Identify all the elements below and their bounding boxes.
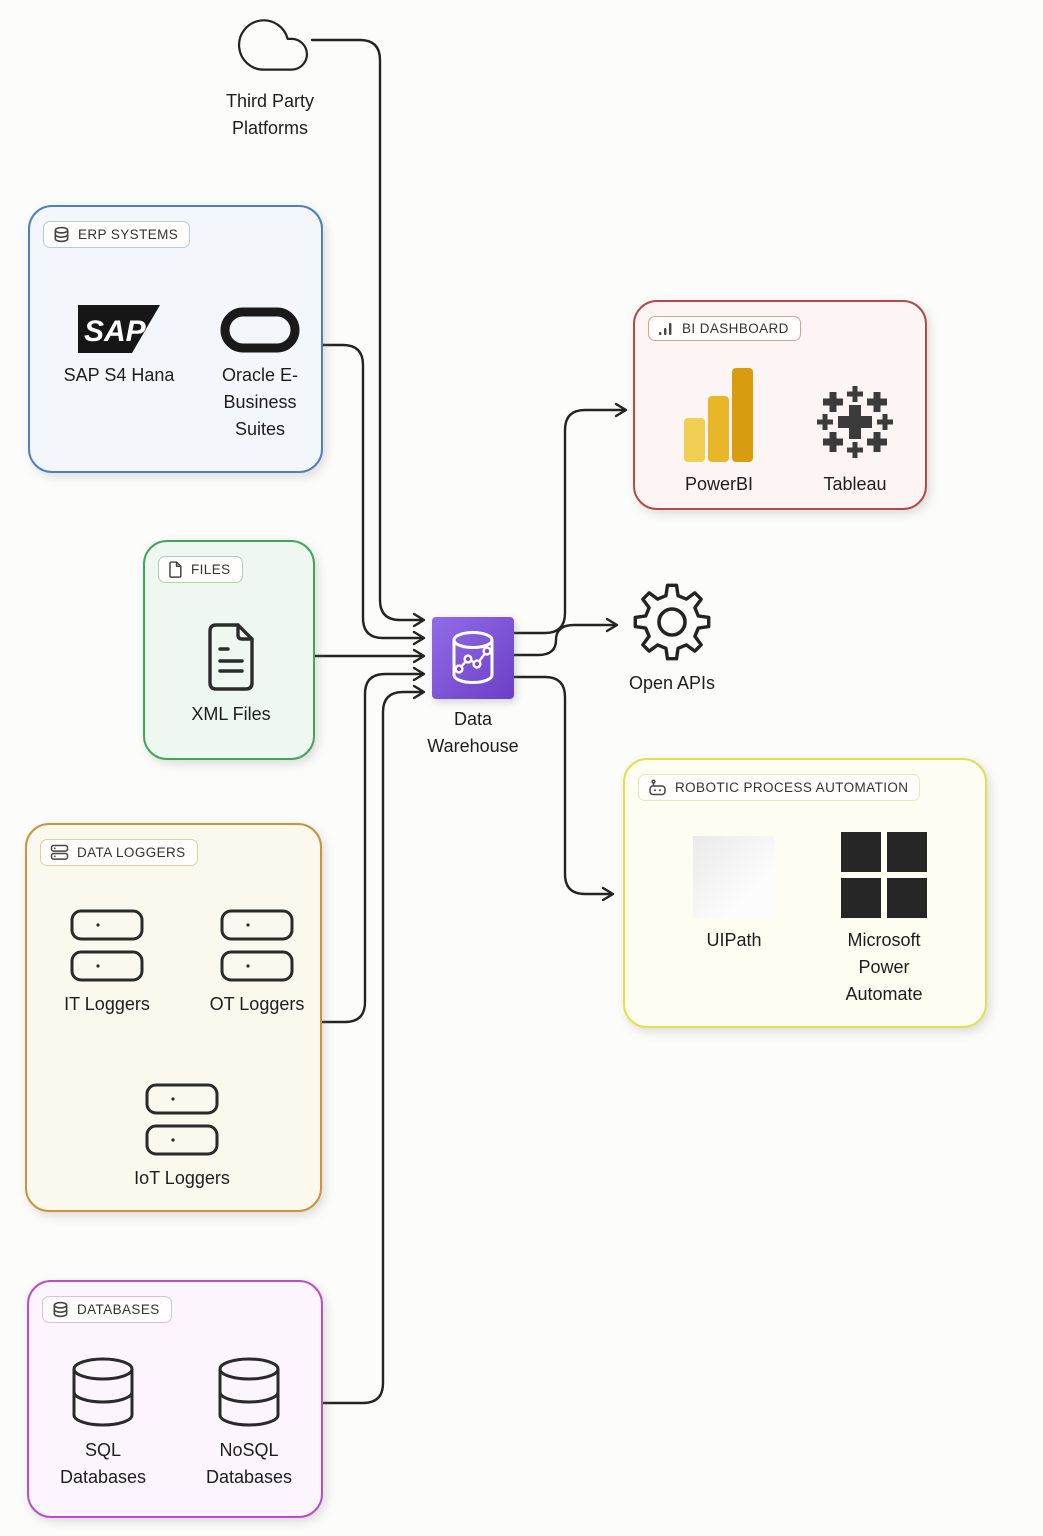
logger-icon bbox=[145, 1083, 219, 1115]
sap-logo-text: SAP bbox=[84, 315, 147, 348]
database-icon bbox=[54, 226, 69, 243]
item-sql-databases: SQL Databases bbox=[49, 1352, 157, 1491]
iot-loggers-label: IoT Loggers bbox=[134, 1168, 230, 1188]
powerbi-icon bbox=[684, 368, 753, 462]
edge-warehouse-to-rpa bbox=[511, 675, 615, 902]
open-apis-node bbox=[630, 580, 714, 664]
edge-warehouse-to-bi bbox=[511, 402, 628, 635]
sql-databases-label: SQL Databases bbox=[59, 1440, 147, 1487]
bi-dashboard-box: BI DASHBOARD PowerBI bbox=[633, 300, 927, 510]
tableau-icon bbox=[817, 386, 893, 458]
databases-badge: DATABASES bbox=[42, 1296, 172, 1323]
it-logger-icons bbox=[70, 909, 144, 982]
erp-systems-badge: ERP SYSTEMS bbox=[43, 221, 191, 248]
rpa-badge: ROBOTIC PROCESS AUTOMATION bbox=[638, 774, 921, 801]
third-party-platforms-label: Third Party Platforms bbox=[225, 91, 315, 138]
item-ms-power-automate: Microsoft Power Automate bbox=[821, 830, 947, 1008]
erp-systems-box: ERP SYSTEMS SAP SAP S4 Hana Oracle E-Bus… bbox=[28, 205, 323, 473]
document-icon bbox=[208, 623, 254, 691]
ms-power-automate-label: Microsoft Power Automate bbox=[845, 930, 923, 1004]
files-box: FILES XML Files bbox=[143, 540, 315, 760]
data-loggers-badge-label: DATA LOGGERS bbox=[77, 845, 186, 860]
ot-logger-icons bbox=[220, 909, 294, 982]
rpa-badge-label: ROBOTIC PROCESS AUTOMATION bbox=[675, 780, 909, 795]
database-cylinder-icon bbox=[218, 1357, 280, 1427]
item-nosql-databases: NoSQL Databases bbox=[195, 1352, 303, 1491]
xml-files-label: XML Files bbox=[191, 704, 271, 724]
microsoft-logo bbox=[841, 832, 927, 918]
logger-icon bbox=[145, 1124, 219, 1156]
rpa-box: ROBOTIC PROCESS AUTOMATION UIPath Micros… bbox=[623, 758, 987, 1028]
item-ot-loggers: OT Loggers bbox=[191, 909, 323, 1018]
item-powerbi: PowerBI bbox=[659, 360, 779, 498]
data-warehouse-icon bbox=[452, 631, 494, 684]
cloud-icon bbox=[238, 19, 308, 71]
ot-loggers-label: OT Loggers bbox=[209, 994, 305, 1014]
sap-logo: SAP bbox=[78, 305, 160, 353]
oracle-label: Oracle E-Business Suites bbox=[221, 365, 299, 439]
edge-cloud-to-warehouse bbox=[310, 38, 426, 628]
file-icon bbox=[169, 561, 182, 578]
data-warehouse-node bbox=[432, 617, 514, 699]
edge-loggers-to-warehouse bbox=[320, 666, 426, 1024]
logger-icon bbox=[70, 950, 144, 982]
robot-icon bbox=[649, 779, 666, 796]
files-badge-label: FILES bbox=[191, 562, 231, 577]
uipath-logo bbox=[693, 836, 775, 918]
oracle-logo bbox=[220, 307, 300, 353]
item-xml-files: XML Files bbox=[151, 612, 311, 728]
third-party-platforms-node bbox=[228, 8, 318, 82]
edge-databases-to-warehouse bbox=[321, 684, 426, 1405]
data-loggers-box: DATA LOGGERS IT Loggers OT Loggers IoT L… bbox=[25, 823, 322, 1212]
files-badge: FILES bbox=[158, 556, 243, 583]
bi-dashboard-badge-label: BI DASHBOARD bbox=[682, 321, 789, 336]
item-uipath: UIPath bbox=[669, 830, 799, 954]
edge-warehouse-to-apis bbox=[511, 617, 619, 657]
item-it-loggers: IT Loggers bbox=[41, 909, 173, 1018]
databases-badge-label: DATABASES bbox=[77, 1302, 160, 1317]
bi-dashboard-badge: BI DASHBOARD bbox=[648, 316, 801, 341]
data-warehouse-label: Data Warehouse bbox=[427, 709, 519, 756]
item-sap-s4-hana: SAP SAP S4 Hana bbox=[40, 297, 198, 389]
item-iot-loggers: IoT Loggers bbox=[116, 1083, 248, 1192]
open-apis-label: Open APIs bbox=[628, 673, 716, 693]
tableau-label: Tableau bbox=[823, 474, 887, 494]
gear-icon bbox=[633, 583, 711, 661]
data-loggers-badge: DATA LOGGERS bbox=[40, 839, 198, 866]
powerbi-label: PowerBI bbox=[684, 474, 754, 494]
item-tableau: Tableau bbox=[795, 360, 915, 498]
edge-erp-to-warehouse bbox=[321, 343, 426, 646]
database-cylinder-icon bbox=[72, 1357, 134, 1427]
nosql-databases-label: NoSQL Databases bbox=[205, 1440, 293, 1487]
logger-icon bbox=[220, 909, 294, 941]
iot-logger-icons bbox=[145, 1083, 219, 1156]
server-stack-icon bbox=[50, 844, 69, 860]
database-icon bbox=[53, 1301, 68, 1318]
logger-icon bbox=[220, 950, 294, 982]
databases-box: DATABASES SQL Databases bbox=[27, 1280, 323, 1518]
item-oracle-ebs: Oracle E-Business Suites bbox=[202, 297, 318, 443]
sap-label: SAP S4 Hana bbox=[63, 365, 175, 385]
bar-chart-icon bbox=[659, 323, 672, 335]
it-loggers-label: IT Loggers bbox=[64, 994, 150, 1014]
uipath-label: UIPath bbox=[706, 930, 762, 950]
logger-icon bbox=[70, 909, 144, 941]
erp-systems-badge-label: ERP SYSTEMS bbox=[78, 227, 179, 242]
